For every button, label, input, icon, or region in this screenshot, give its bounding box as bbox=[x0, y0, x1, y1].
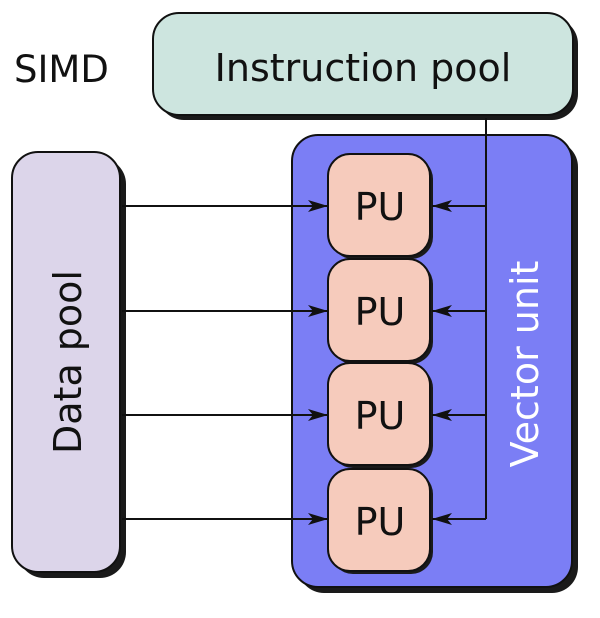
data-pool-box bbox=[11, 151, 121, 573]
pu-3: PU bbox=[327, 362, 433, 468]
pu-2-label: PU bbox=[355, 290, 406, 334]
vector-unit-label: Vector unit bbox=[503, 261, 547, 468]
data-pool-label: Data pool bbox=[46, 270, 90, 454]
pu-4-label: PU bbox=[355, 500, 406, 544]
instruction-pool: Instruction pool bbox=[152, 12, 578, 120]
data-pool: Data pool bbox=[11, 151, 126, 578]
pu-1: PU bbox=[327, 153, 433, 259]
pu-2: PU bbox=[327, 258, 433, 364]
diagram-title: SIMD bbox=[14, 48, 109, 91]
pu-4: PU bbox=[327, 468, 433, 574]
instruction-pool-label: Instruction pool bbox=[215, 46, 512, 90]
instruction-pool-box bbox=[152, 12, 574, 116]
pu-1-label: PU bbox=[355, 185, 406, 229]
pu-3-label: PU bbox=[355, 394, 406, 438]
